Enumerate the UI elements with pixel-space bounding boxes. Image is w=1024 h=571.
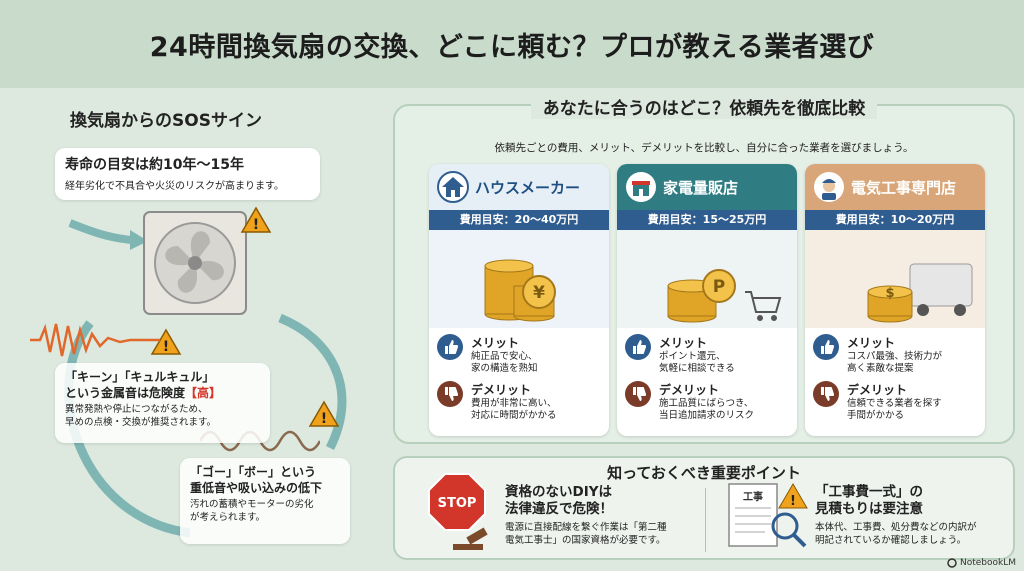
svg-text:!: !	[790, 494, 796, 509]
point-diy-text1: 電源に直接配線を繋ぐ作業は「第二種	[505, 522, 667, 533]
notebooklm-watermark: NotebookLM	[947, 558, 1016, 568]
ventilation-fan-icon	[143, 211, 247, 315]
demerit-label: デメリット	[659, 383, 720, 397]
comparison-title: あなたに合うのはどこ？依頼先を徹底比較	[530, 94, 878, 119]
title-banner: 24時間換気扇の交換、どこに頼む？プロが教える業者選び	[0, 0, 1024, 88]
important-points-title: 知っておくべき重要ポイント	[607, 464, 801, 482]
thumbs-down-icon	[437, 381, 463, 407]
sign-metal-noise: 「キーン」「キュルキュル」 という金属音は危険度【高】 異常発熱や停止につながる…	[55, 363, 270, 443]
demerit-label: デメリット	[471, 383, 532, 397]
demerit-text: 対応に時間がかかる	[471, 410, 557, 421]
point-diy-heading1: 資格のないDIYは	[505, 484, 613, 500]
comparison-subtitle: 依頼先ごとの費用、メリット、デメリットを比較し、自分に合った業者を選びましょう。	[494, 142, 914, 154]
card-electronics-store-cost: 費用目安：15〜25万円	[617, 210, 797, 230]
point-diy-text2: 電気工事士」の国家資格が必要です。	[505, 535, 666, 546]
merit-text: 高く素敵な提案	[847, 363, 914, 374]
sign-lifespan-heading: 寿命の目安は約10年〜15年	[65, 157, 244, 173]
sign-metal-text2: 早めの点検・交換が推奨されます。	[65, 417, 217, 428]
coins-cart-icon: P	[617, 230, 797, 328]
demerit-text: 費用が非常に高い、	[471, 398, 557, 409]
card-electrical-contractor-header: 電気工事専門店	[805, 164, 985, 210]
thumbs-up-icon	[625, 334, 651, 360]
danger-level-label: 【高】	[185, 386, 222, 400]
coin-symbol: P	[713, 277, 725, 297]
sign-low-text1: 汚れの蓄積やモーターの劣化	[190, 499, 314, 510]
point-estimate-text2: 明記されているか確認しましょう。	[815, 535, 967, 546]
notebooklm-logo-icon	[947, 558, 957, 568]
card-house-maker: ハウスメーカー 費用目安：20〜40万円 ¥ メリット純正品で安心、家の構造を熟…	[429, 164, 609, 436]
coins-stack-icon: ¥	[429, 230, 609, 328]
sign-metal-line2: という金属音は危険度【高】	[65, 385, 260, 401]
demerit-text: 信頼できる業者を探す	[847, 398, 942, 409]
sign-low-text2: が考えられます。	[190, 512, 266, 523]
point-estimate-heading2: 見積もりは要注意	[815, 501, 923, 517]
document-label: 工事	[743, 490, 763, 503]
card-house-maker-name: ハウスメーカー	[475, 178, 581, 197]
footer-text: NotebookLM	[959, 558, 1016, 568]
sign-lifespan: 寿命の目安は約10年〜15年 経年劣化で不具合や火災のリスクが高まります。	[55, 148, 320, 200]
demerit-text: 手間がかかる	[847, 410, 905, 421]
point-estimate-warning: 「工事費一式」の 見積もりは要注意 本体代、工事費、処分費などの内訳が 明記され…	[815, 484, 1015, 547]
thumbs-up-icon	[813, 334, 839, 360]
sign-low-noise: 「ゴー」「ボー」という 重低音や吸い込みの低下 汚れの蓄積やモーターの劣化 が考…	[180, 458, 350, 544]
merit-text: 気軽に相談できる	[659, 363, 735, 374]
estimate-document-icon: 工事 !	[728, 483, 808, 548]
merit-text: 純正品で安心、	[471, 351, 538, 362]
demerit-label: デメリット	[847, 383, 908, 397]
high-pitch-wave-icon	[30, 323, 160, 357]
card-electronics-store: 家電量販店 費用目安：15〜25万円 P メリットポイント還元、気軽に相談できる…	[617, 164, 797, 436]
demerit-text: 当日追加請求のリスク	[659, 410, 755, 421]
coins-van-icon: $	[805, 230, 985, 328]
house-icon	[437, 171, 469, 203]
worker-icon	[814, 172, 844, 202]
card-electrical-contractor-name: 電気工事専門店	[851, 178, 957, 197]
merit-label: メリット	[659, 336, 708, 350]
card-electrical-contractor: 電気工事専門店 費用目安：10〜20万円 $ メリットコスパ最強、技術力が高く素…	[805, 164, 985, 436]
divider	[705, 488, 706, 552]
card-house-maker-header: ハウスメーカー	[429, 164, 609, 210]
card-house-maker-cost: 費用目安：20〜40万円	[429, 210, 609, 230]
merit-label: メリット	[847, 336, 896, 350]
thumbs-down-icon	[625, 381, 651, 407]
store-icon	[626, 172, 656, 202]
thumbs-up-icon	[437, 334, 463, 360]
sign-metal-text1: 異常発熱や停止につながるため、	[65, 404, 208, 415]
stop-sign-text: STOP	[438, 496, 477, 511]
svg-text:!: !	[253, 217, 259, 233]
svg-text:!: !	[321, 411, 327, 427]
coin-symbol: ¥	[533, 283, 545, 303]
sign-lifespan-text: 経年劣化で不具合や火災のリスクが高まります。	[65, 181, 284, 192]
sos-panel: 換気扇からのSOSサイン 寿命の目安は約10年〜15年 経年劣化で不具合や火災の…	[0, 88, 380, 571]
important-points-panel: 知っておくべき重要ポイント STOP 資格のないDIYは 法律違反で危険！ 電源…	[393, 456, 1015, 560]
merit-text: ポイント還元、	[659, 351, 726, 362]
point-estimate-text1: 本体代、工事費、処分費などの内訳が	[815, 522, 977, 533]
card-electrical-contractor-cost: 費用目安：10〜20万円	[805, 210, 985, 230]
coin-symbol: $	[885, 286, 894, 301]
sign-metal-line1: 「キーン」「キュルキュル」	[65, 370, 215, 384]
thumbs-down-icon	[813, 381, 839, 407]
card-electronics-store-header: 家電量販店	[617, 164, 797, 210]
demerit-text: 施工品質にばらつき、	[659, 398, 754, 409]
page-title: 24時間換気扇の交換、どこに頼む？プロが教える業者選び	[149, 31, 875, 63]
comparison-panel: あなたに合うのはどこ？依頼先を徹底比較 依頼先ごとの費用、メリット、デメリットを…	[393, 94, 1015, 444]
merit-label: メリット	[471, 336, 520, 350]
point-diy-heading2: 法律違反で危険！	[505, 501, 613, 517]
sign-metal-line2-text: という金属音は危険度	[65, 386, 186, 400]
merit-text: コスパ最強、技術力が	[847, 351, 943, 362]
point-estimate-heading1: 「工事費一式」の	[815, 484, 923, 500]
sign-low-line2: 重低音や吸い込みの低下	[190, 481, 323, 495]
warning-icon: !	[150, 328, 182, 355]
sos-title: 換気扇からのSOSサイン	[70, 111, 262, 131]
warning-icon: !	[308, 400, 340, 427]
card-electronics-store-name: 家電量販店	[663, 178, 739, 197]
warning-icon: !	[240, 206, 272, 233]
point-diy-warning: 資格のないDIYは 法律違反で危険！ 電源に直接配線を繋ぐ作業は「第二種 電気工…	[505, 484, 705, 547]
sign-low-line1: 「ゴー」「ボー」という	[190, 465, 317, 479]
merit-text: 家の構造を熟知	[471, 363, 538, 374]
svg-text:!: !	[163, 339, 169, 355]
stop-sign-icon: STOP	[428, 473, 488, 550]
